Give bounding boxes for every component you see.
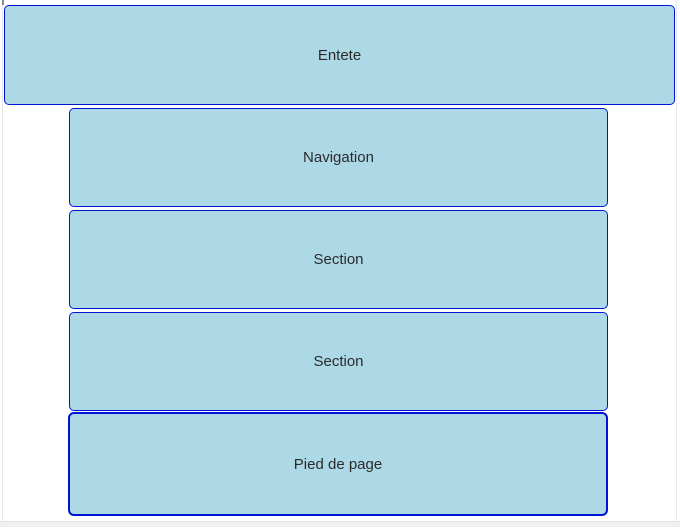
section-block-2-label: Section: [313, 353, 364, 370]
header-block: Entete: [4, 5, 675, 105]
section-block-2: Section: [69, 312, 608, 411]
footer-block: Pied de page: [68, 412, 608, 516]
viewport-right-edge: [676, 0, 677, 521]
section-block-1: Section: [69, 210, 608, 309]
header-block-label: Entete: [317, 46, 362, 64]
navigation-block-label: Navigation: [303, 149, 374, 166]
viewport-left-edge: [2, 0, 3, 521]
viewport-bottom-strip: [0, 521, 680, 527]
footer-block-label: Pied de page: [293, 455, 383, 473]
navigation-block: Navigation: [69, 108, 608, 207]
top-left-caret-artifact: [2, 0, 4, 5]
section-block-1-label: Section: [313, 251, 364, 268]
